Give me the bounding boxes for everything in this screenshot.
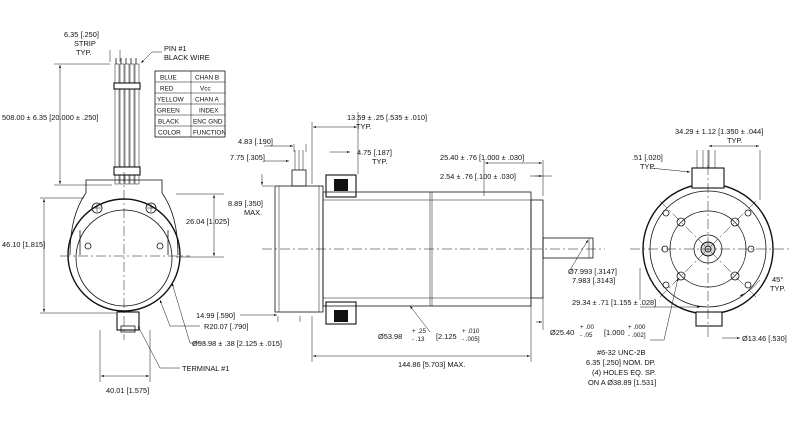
shaft-diameter-label: Ø7.993 [.3147] — [568, 267, 617, 276]
wire-color-cell: RED — [160, 86, 174, 93]
encoder-end-view — [40, 50, 224, 382]
height-label: 26.04 [1.025] — [186, 217, 229, 226]
body-diameter-tol: - .13 — [412, 336, 425, 343]
wire-function-cell: CHAN A — [195, 97, 220, 104]
body-diameter-label: [2.125 — [436, 332, 457, 341]
pilot-diameter-tol: - .002] — [628, 332, 646, 339]
wire-color-cell: BLUE — [160, 75, 177, 82]
wire-color-cell: BLACK — [158, 119, 180, 126]
dim-label: 4.75 [.187] — [357, 148, 392, 157]
dim-label: 2.54 ± .76 [.100 ± .030] — [440, 172, 516, 181]
strip-label: STRIP — [74, 39, 96, 48]
overall-length-label: 144.86 [5.703] MAX. — [398, 360, 465, 369]
dim-label: TYP. — [727, 136, 742, 145]
body-diameter-tol: - .005] — [462, 336, 480, 343]
wire-function-cell: FUNCTION — [193, 130, 226, 137]
pilot-diameter-tol: + .000 — [628, 324, 646, 331]
strip-label: TYP. — [76, 48, 91, 57]
lead-length-label: 508.00 ± 6.35 [20.000 ± .250] — [2, 113, 98, 122]
dim-label: 8.89 [.350] — [228, 199, 263, 208]
pin1-label: BLACK WIRE — [164, 53, 210, 62]
pilot-diameter-label: Ø25.40 — [550, 328, 574, 337]
radius-label: R20.07 [.790] — [204, 322, 248, 331]
bottom-terminal — [695, 311, 723, 327]
body-diameter-tol: + .25 — [412, 328, 426, 335]
pilot-diameter-label: [1.000 — [604, 328, 625, 337]
height-label: 46.10 [1.815] — [2, 240, 45, 249]
dim-label: 4.83 [.190] — [238, 137, 273, 146]
pilot-diameter-tol: - .05 — [580, 332, 593, 339]
dim-label: TYP. — [372, 157, 387, 166]
dim-label: MAX. — [244, 208, 262, 217]
dim-label: .51 [.020] — [632, 153, 663, 162]
wire-color-cell: YELLOW — [157, 97, 185, 104]
body-diameter-tol: + .010 — [462, 328, 480, 335]
output-end-view — [630, 144, 790, 341]
terminal-tab — [116, 311, 140, 331]
strip-label: 6.35 [.250] — [64, 30, 99, 39]
encoder-diameter-label: Ø53.98 ± .38 [2.125 ± .015] — [192, 339, 282, 348]
pilot-diameter-tol: + .00 — [580, 324, 594, 331]
dim-label: 34.29 ± 1.12 [1.350 ± .044] — [675, 127, 763, 136]
holes-note: #6-32 UNC-2B — [597, 348, 646, 357]
shaft-diameter-label: 7.983 [.3143] — [572, 276, 615, 285]
screw-left — [91, 202, 103, 214]
boss-diameter-label: Ø13.46 [.530] — [742, 334, 787, 343]
motor-side-view — [240, 112, 605, 362]
screw-right — [145, 202, 157, 214]
dim-label: TYP. — [356, 122, 371, 131]
dim-label: TYP. — [640, 162, 655, 171]
holes-note: 6.35 [.250] NOM. DP. — [586, 358, 656, 367]
holes-note: ON A Ø38.89 [1.531] — [588, 378, 656, 387]
angle-label: TYP. — [770, 284, 785, 293]
wire-function-cell: INDEX — [199, 108, 219, 115]
dim-label: 13.59 ± .25 [.535 ± .010] — [347, 113, 427, 122]
wire-color-cell: GREEN — [157, 108, 180, 115]
wire-color-table — [154, 70, 226, 138]
dim-label: 29.34 ± .71 [1.155 ± .028] — [572, 298, 656, 307]
output-shaft — [542, 237, 594, 259]
dim-label: 25.40 ± .76 [1.000 ± .030] — [440, 153, 524, 162]
angle-label: 45° — [772, 275, 783, 284]
wire-function-cell: CHAN B — [195, 75, 219, 82]
dim-label: 14.99 [.590] — [196, 311, 235, 320]
dim-label: 7.75 [.305] — [230, 153, 265, 162]
pin1-label: PIN #1 — [164, 44, 187, 53]
wire-function-cell: Vcc — [200, 86, 211, 93]
terminal-label: TERMINAL #1 — [182, 364, 229, 373]
wire-function-cell: ENC GND — [193, 119, 223, 126]
wire-bundle — [113, 58, 141, 185]
width-label: 40.01 [1.575] — [106, 386, 149, 395]
wire-color-cell: COLOR — [158, 130, 181, 137]
body-diameter-label: Ø53.98 — [378, 332, 402, 341]
holes-note: (4) HOLES EQ. SP. — [592, 368, 656, 377]
